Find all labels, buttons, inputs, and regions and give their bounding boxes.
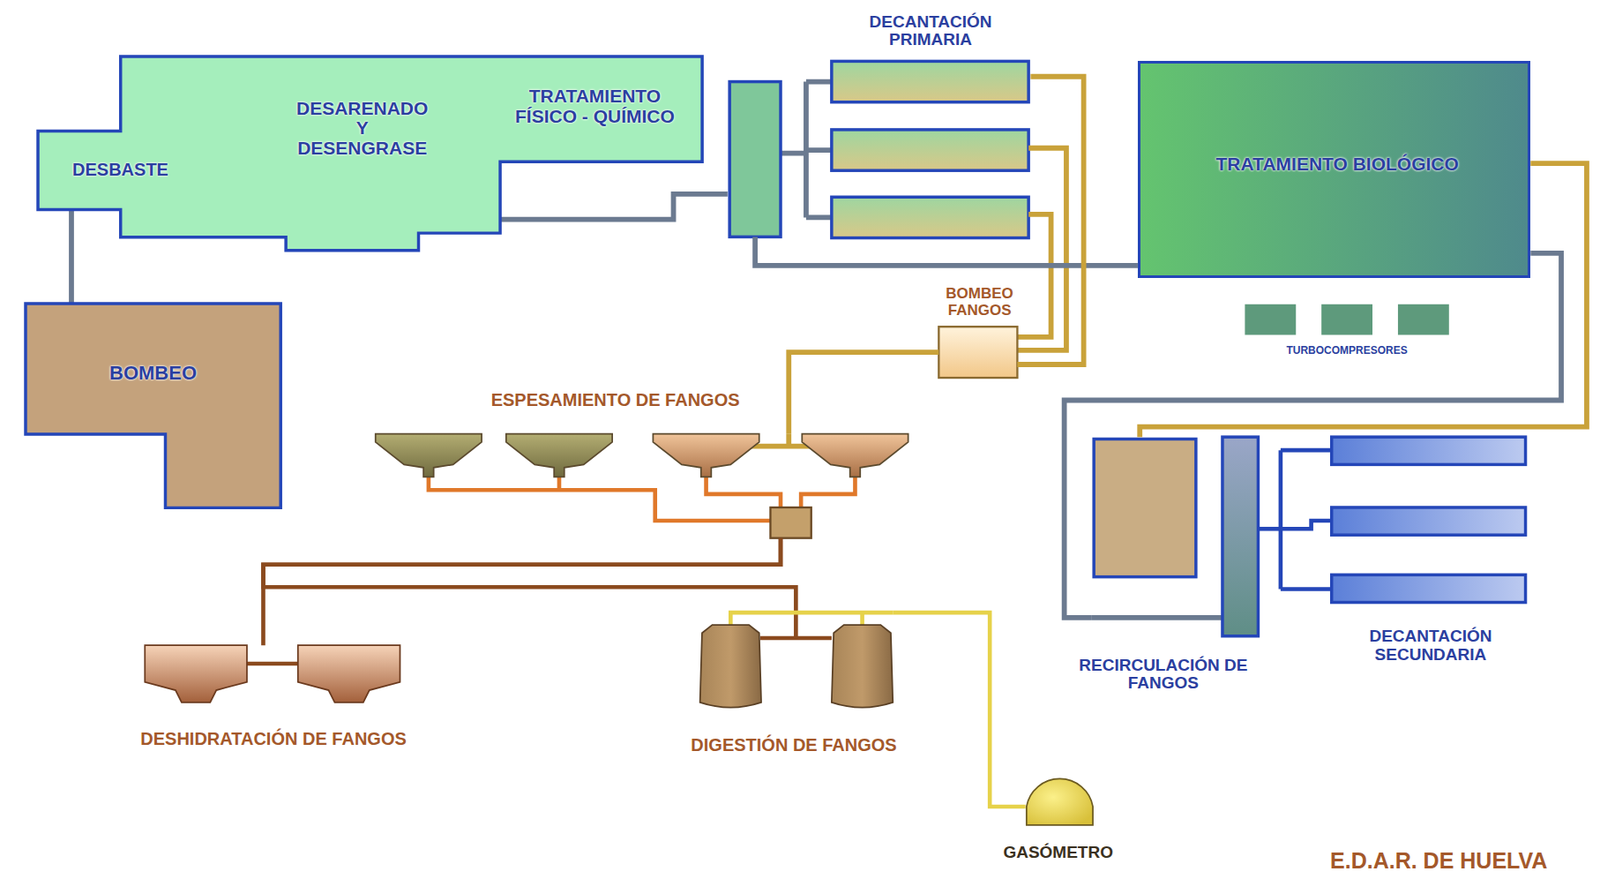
turbocompressor (1321, 304, 1373, 336)
node-label: DESBASTE (72, 160, 169, 180)
pumping-station: BOMBEO (25, 303, 281, 508)
thickener-tank (801, 433, 908, 478)
recirculation-channel (1222, 436, 1258, 636)
node-label: GASÓMETRO (1002, 843, 1114, 862)
secondary-clarifier (1331, 507, 1526, 535)
pipe-connector (1257, 526, 1280, 531)
recirculation-group: RECIRCULACIÓN DE FANGOS (1091, 436, 1259, 638)
gas-pipe (730, 612, 893, 625)
pipe (780, 82, 832, 218)
node-label: ESPESAMIENTO DE FANGOS (491, 390, 741, 411)
pipe-connector (262, 538, 781, 645)
dewatering-group: DESHIDRATACIÓN DE FANGOS (142, 644, 401, 703)
pipe (245, 661, 300, 666)
node-outline (25, 303, 281, 508)
plant-title: E.D.A.R. DE HUELVA (1330, 847, 1548, 874)
secondary-settling-group: DECANTACIÓN SECUNDARIA (1280, 436, 1528, 605)
pipe-connector (1016, 76, 1084, 365)
node-label: TRATAMIENTO BIOLÓGICO (1216, 153, 1459, 174)
pipe (760, 604, 832, 638)
pipe (1091, 614, 1223, 621)
node-label: DECANTACIÓN SECUNDARIA (1357, 628, 1503, 665)
gasholder-dome (1026, 777, 1093, 824)
node-label: DECANTACIÓN PRIMARIA (859, 13, 1002, 50)
thickener-tank (652, 433, 759, 478)
dewatering-tank (144, 644, 247, 703)
node-shape (25, 303, 281, 508)
pipe-connector (892, 612, 1025, 807)
node-label: BOMBEO FANGOS (939, 285, 1021, 319)
dewatering-units (144, 644, 400, 703)
recirculation-tank (1093, 438, 1197, 576)
primary-settling-group: DECANTACIÓN PRIMARIA (727, 60, 1032, 237)
distribution-chamber (729, 82, 781, 238)
thickener-tank (375, 433, 482, 478)
dewatering-tank (298, 644, 401, 703)
digesters (700, 624, 894, 708)
node-label: TURBOCOMPRESORES (1285, 343, 1407, 356)
digester-tank (700, 624, 762, 708)
distribution-pipes (780, 82, 832, 218)
turbocompressor (1244, 304, 1296, 336)
thickeners (375, 433, 909, 478)
pipe-connector (500, 194, 728, 220)
node-label: DIGESTIÓN DE FANGOS (690, 735, 897, 756)
digester-group: DIGESTIÓN DE FANGOS (698, 604, 893, 710)
pipe (1016, 148, 1067, 351)
node-label: DESHIDRATACIÓN DE FANGOS (140, 729, 407, 749)
secondary-clarifier (1331, 574, 1526, 602)
pipe (1280, 449, 1332, 589)
pretreatment-building: DESBASTE DESARENADO Y DESENGRASE TRATAMIEN… (37, 56, 703, 251)
gasholder: GASÓMETRO (1025, 772, 1095, 827)
sludge-pipes (749, 148, 1067, 447)
node-label: TRATAMIENTO FÍSICO - QUÍMICO (504, 87, 686, 128)
node-label: DESARENADO Y DESENGRASE (291, 98, 434, 159)
turbocompressor-group: TURBOCOMPRESORES (1242, 304, 1450, 336)
turbocompressor (1398, 304, 1450, 336)
secondary-clarifier (1331, 436, 1526, 464)
node-shape (37, 56, 703, 251)
pipe-connector (1064, 253, 1562, 618)
pipe (1016, 214, 1051, 337)
primary-clarifier (831, 129, 1029, 171)
sludge-pump (938, 326, 1017, 378)
pipe (428, 476, 771, 521)
digester-tank (831, 624, 893, 708)
primary-clarifier (831, 196, 1029, 238)
sludge-junction (770, 507, 811, 539)
pipe-connector (788, 351, 939, 434)
node-label: RECIRCULACIÓN DE FANGOS (1076, 656, 1249, 693)
pipe-connector (68, 209, 75, 303)
primary-clarifier (831, 60, 1029, 102)
pipe-connector (262, 538, 796, 605)
pipe-connector (755, 236, 1138, 265)
biological-reactor: TRATAMIENTO BIOLÓGICO (1137, 60, 1531, 277)
thickener-group: ESPESAMIENTO DE FANGOS (375, 433, 909, 539)
pipe (706, 476, 856, 508)
sludge-pump-box: BOMBEO FANGOS (938, 326, 1017, 378)
node-label: BOMBEO (109, 363, 197, 385)
thickener-tank (506, 433, 613, 478)
